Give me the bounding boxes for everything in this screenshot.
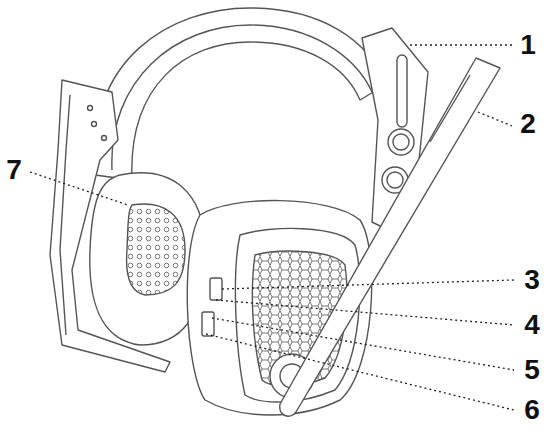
- left-arm-line: [60, 95, 70, 335]
- leader-line: [206, 334, 514, 410]
- left-arm-hole: [88, 106, 93, 111]
- slider-slot: [397, 55, 407, 127]
- side-button: [202, 312, 214, 336]
- callout-number: 3: [522, 265, 542, 295]
- leader-line: [216, 300, 514, 325]
- headband: [94, 8, 385, 180]
- volume-knob: [388, 129, 414, 155]
- volume-knob-inner: [393, 134, 409, 150]
- callout-number: 1: [518, 30, 538, 60]
- mic-boom-line: [430, 75, 470, 142]
- leader-line: [222, 280, 514, 289]
- headband-pad-line: [112, 25, 372, 170]
- left-arm-hole: [92, 122, 97, 127]
- callout-number: 5: [522, 355, 542, 385]
- callout-number: 6: [522, 395, 542, 425]
- callout-number: 2: [518, 109, 538, 139]
- leader-line: [212, 318, 514, 370]
- leader-line: [478, 112, 512, 126]
- callout-number: 4: [522, 310, 542, 340]
- left-ear-mesh: [127, 204, 185, 295]
- callout-number: 7: [4, 155, 24, 185]
- volume-knob-inner: [387, 172, 403, 188]
- leader-line: [30, 172, 128, 205]
- mic-boom: [280, 58, 500, 416]
- left-arm-hole: [102, 136, 107, 141]
- leader-line: [410, 44, 512, 45]
- side-button: [210, 278, 222, 300]
